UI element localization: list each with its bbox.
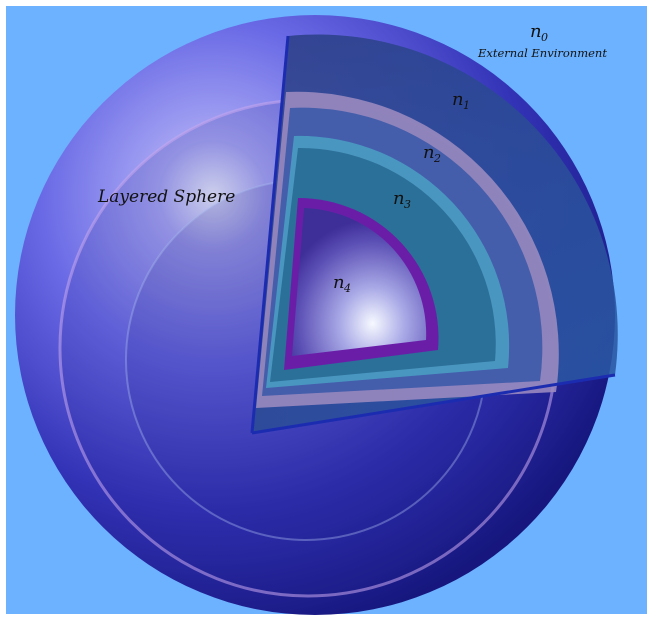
cutaway-edge-left [250,35,290,434]
n0-subscript: 0 [541,31,548,44]
n1-subscript: 1 [463,99,470,112]
n4-symbol: n [333,272,345,293]
n0-symbol: n [530,21,542,42]
n2-symbol: n [423,142,435,163]
n4-label: n 4 [333,272,351,295]
n4-subscript: 4 [343,282,351,295]
n3-label: n 3 [393,188,411,211]
cutaway-edge-bottom [251,373,616,435]
n1-symbol: n [452,89,464,110]
n2-subscript: 2 [433,152,441,165]
n0-label: n 0 [530,21,548,44]
n3-symbol: n [393,188,405,209]
n1-label: n 1 [452,89,470,112]
layered-sphere-label: Layered Sphere [97,187,235,207]
n3-subscript: 3 [404,198,411,211]
n2-label: n 2 [423,142,441,165]
external-environment-label: External Environment [477,46,607,60]
core [292,208,427,356]
